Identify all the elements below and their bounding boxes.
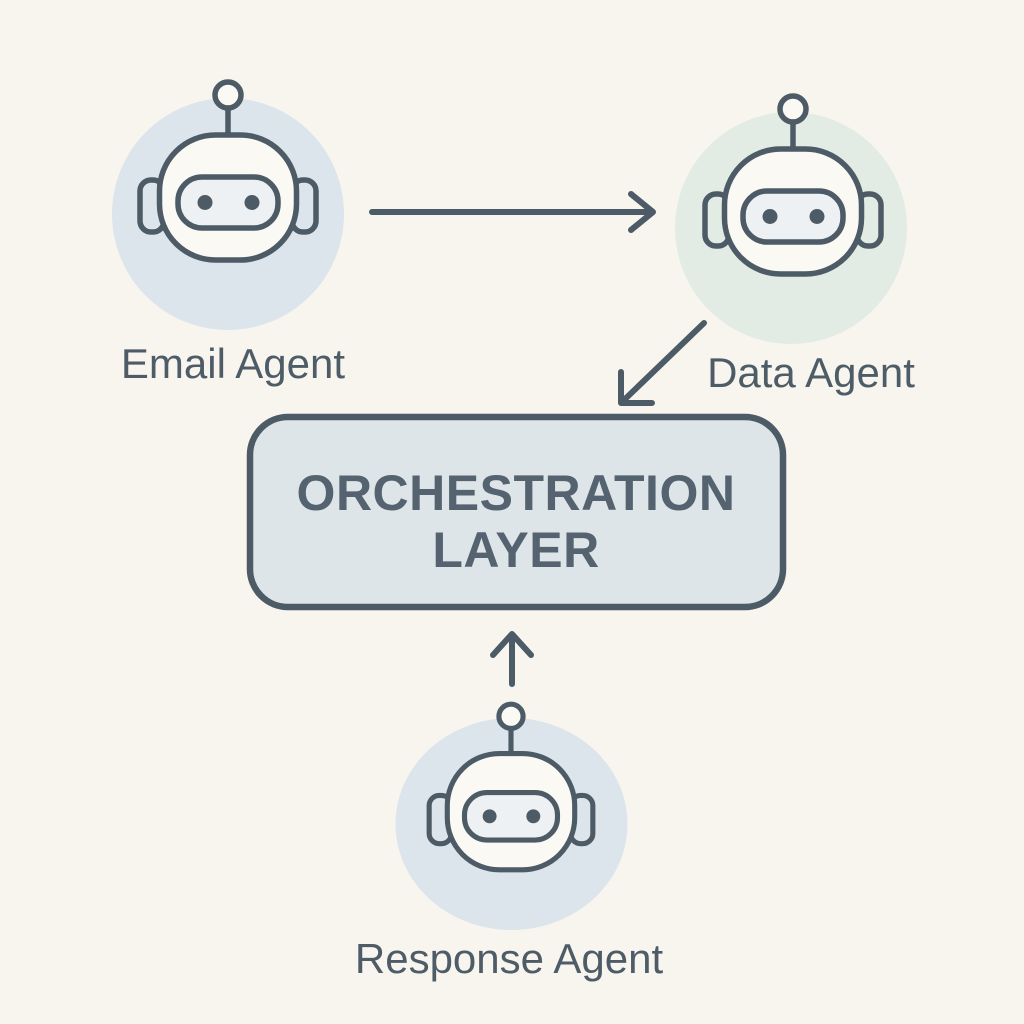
arrowhead-right-icon (628, 191, 656, 233)
arrow-data-to-orchestration (618, 320, 707, 406)
orchestration-layer-node: ORCHESTRATION LAYER (246, 413, 787, 611)
orchestration-layer-title-line2: LAYER (432, 522, 599, 578)
response-agent-node: Response Agent (355, 704, 664, 982)
arrow-email-to-data (369, 191, 656, 233)
email-agent-node: Email Agent (112, 82, 345, 387)
arrow-response-to-orchestration (490, 631, 534, 687)
email-agent-label: Email Agent (121, 340, 345, 387)
orchestration-layer-box (246, 413, 787, 611)
arrowhead-up-icon (490, 631, 534, 658)
data-agent-node: Data Agent (675, 96, 915, 396)
orchestration-layer-title-line1: ORCHESTRATION (297, 465, 736, 521)
response-agent-label: Response Agent (355, 935, 664, 982)
arrowhead-down-left-icon (618, 369, 655, 406)
data-agent-label: Data Agent (707, 349, 915, 396)
